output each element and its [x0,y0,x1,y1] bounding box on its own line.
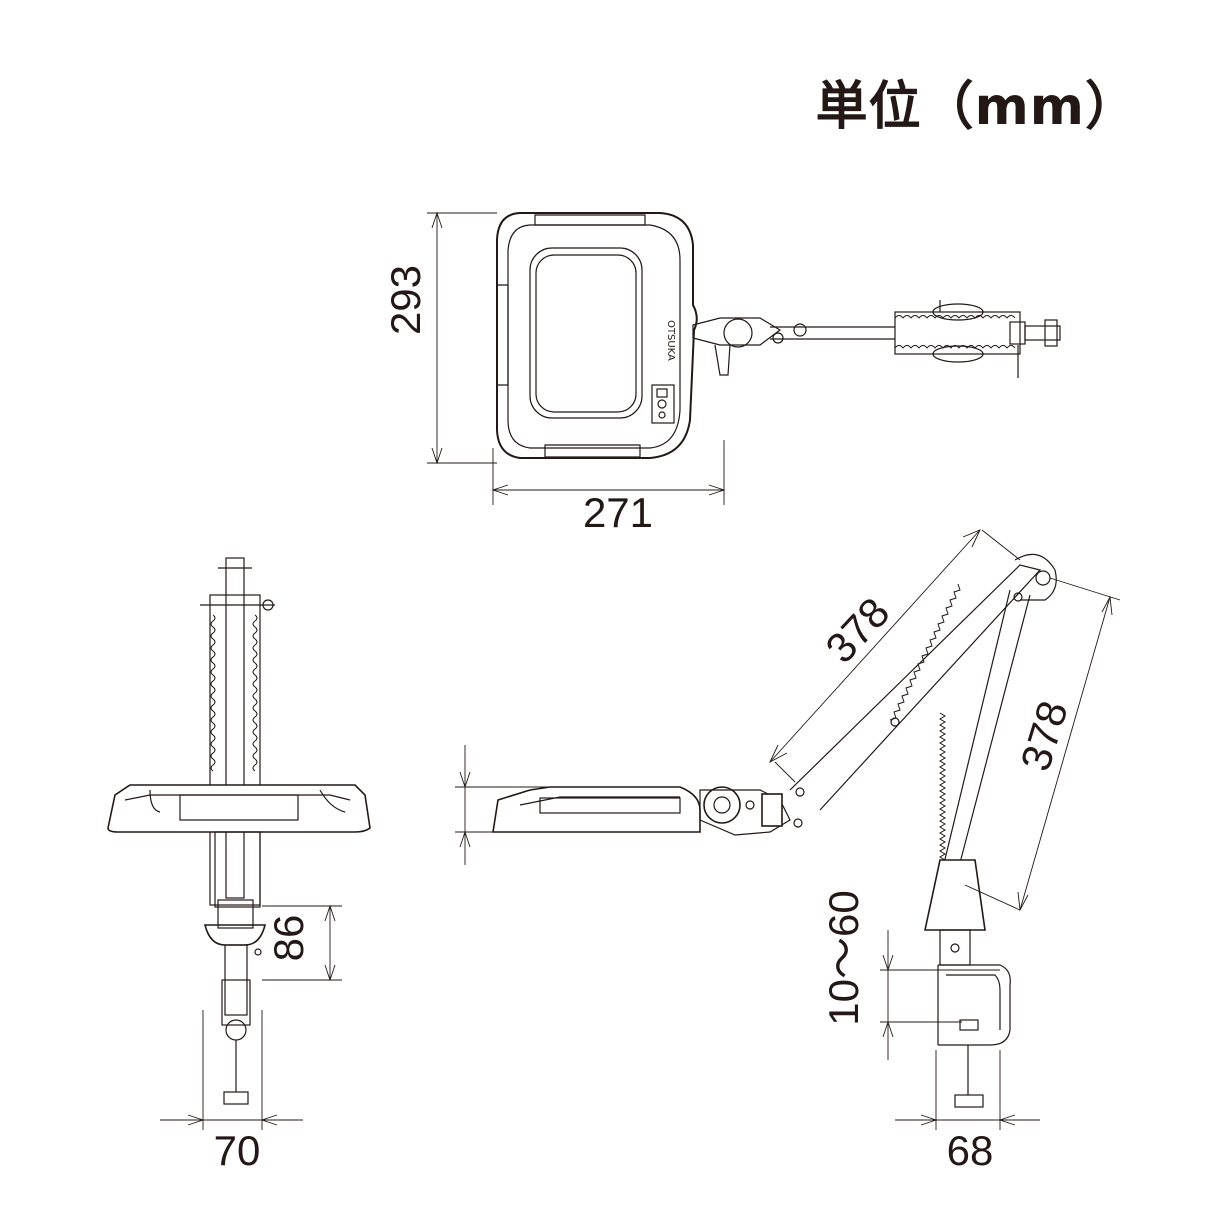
dim-side-base-width: 68 [947,1127,994,1174]
front-view [107,557,371,1130]
dim-top-height: 293 [382,265,429,335]
side-view [455,529,1121,1130]
unit-label: 単位（mm） [815,77,1138,137]
dim-clamp-range: 10～60 [820,890,867,1025]
svg-text:OTSUKA: OTSUKA [665,320,676,361]
top-view: OTSUKA [427,211,1061,505]
dim-top-width: 271 [583,489,653,536]
dim-arm-lower: 378 [1011,695,1076,776]
dim-front-clamp-height: 86 [265,915,312,962]
dim-arm-upper: 378 [816,588,898,671]
dim-front-base-width: 70 [214,1127,261,1174]
